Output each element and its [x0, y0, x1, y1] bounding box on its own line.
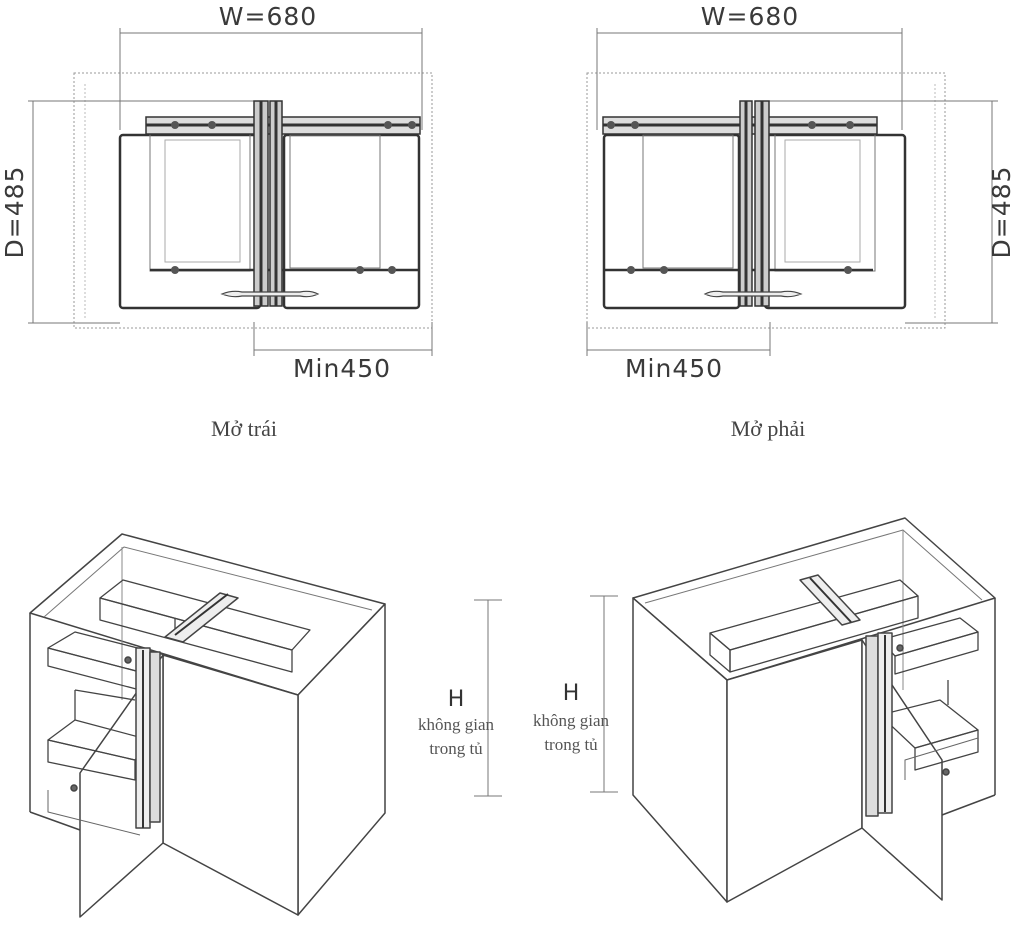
min-label: Min450 [293, 354, 391, 383]
height-dimension-left: H không gian trong tủ [418, 599, 502, 797]
depth-dimension-right: D=485 [760, 100, 1016, 324]
height-letter: H [563, 681, 580, 706]
width-dimension-right: W=680 [596, 2, 903, 130]
min-dimension-left: Min450 [253, 322, 433, 383]
caption-right: Mở phải [731, 416, 806, 441]
cabinet-iso-right [632, 517, 996, 903]
depth-dimension-left: D=485 [0, 100, 260, 324]
height-note-line1: không gian [533, 711, 610, 730]
height-letter: H [448, 687, 465, 712]
width-label: W=680 [219, 2, 317, 31]
plan-right-opening: W=680 D=485 Min450 [586, 2, 1016, 441]
height-note-line2: trong tủ [544, 735, 598, 754]
cabinet-iso-left [29, 533, 386, 918]
height-dimension-right: H không gian trong tủ [533, 595, 618, 793]
width-dimension-left: W=680 [119, 2, 423, 130]
height-note-line1: không gian [418, 715, 495, 734]
min-dimension-right: Min450 [586, 322, 771, 383]
caption-left: Mở trái [211, 416, 277, 441]
height-note-line2: trong tủ [429, 739, 483, 758]
plan-left-opening: W=680 D=485 Min450 [0, 2, 433, 441]
min-label: Min450 [625, 354, 723, 383]
depth-label: D=485 [987, 166, 1016, 259]
depth-label: D=485 [0, 166, 29, 259]
width-label: W=680 [701, 2, 799, 31]
